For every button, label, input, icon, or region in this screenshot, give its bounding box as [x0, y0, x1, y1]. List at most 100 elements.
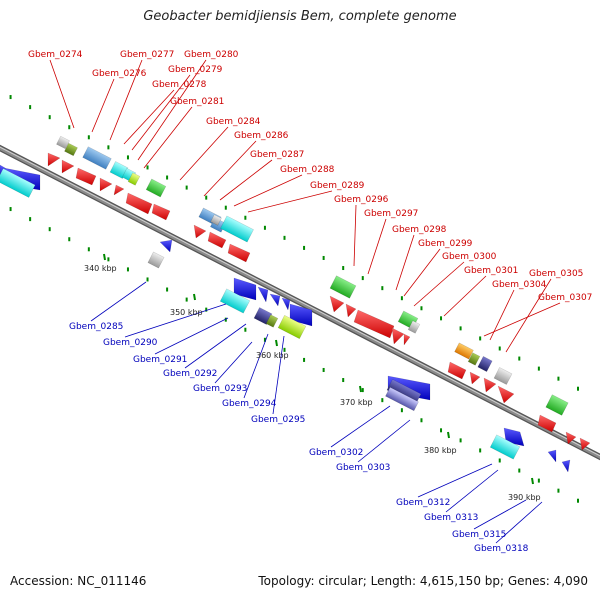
feature-box: [467, 352, 481, 366]
top-label-leader: [489, 289, 515, 341]
scale-tick-mark: [359, 385, 362, 393]
feature-box: [493, 367, 513, 385]
scale-tick-label: 340 kbp: [84, 264, 117, 273]
guide-dot: [224, 317, 227, 322]
cds-feature: [233, 277, 257, 301]
guide-dot: [400, 296, 403, 301]
feature-box: [147, 251, 165, 269]
bottom-label-leader: [214, 341, 253, 384]
guide-dot: [48, 227, 51, 232]
label-lines-layer: [49, 59, 561, 544]
feature-box: [477, 356, 493, 372]
guide-dot: [185, 297, 188, 302]
guide-dot: [303, 357, 306, 362]
feature-box: [64, 142, 78, 157]
guide-dot: [87, 135, 90, 140]
top-gene-label: Gbem_0298: [392, 225, 447, 235]
guide-dot: [440, 316, 443, 321]
top-gene-label: Gbem_0279: [168, 65, 223, 75]
feature-box: [82, 146, 112, 170]
scale-tick-mark: [447, 431, 450, 439]
top-label-leader: [367, 218, 387, 275]
bottom-label-leader: [473, 499, 527, 530]
guide-dot: [166, 287, 169, 292]
cds-feature: [159, 239, 173, 253]
guide-dot: [107, 257, 110, 262]
top-gene-label: Gbem_0286: [234, 131, 289, 141]
top-gene-label: Gbem_0300: [442, 252, 497, 262]
guide-dot: [244, 327, 247, 332]
top-label-leader: [109, 59, 143, 141]
bottom-gene-label: Gbem_0313: [424, 513, 478, 523]
guide-dot: [322, 367, 325, 372]
scale-tick-mark: [193, 293, 196, 301]
guide-dot: [244, 215, 247, 220]
guide-dot: [342, 266, 345, 271]
bottom-label-leader: [184, 323, 247, 369]
guide-dot: [557, 488, 560, 493]
feature-box: [454, 342, 474, 360]
top-gene-label: Gbem_0305: [529, 269, 583, 279]
scale-tick-label: 350 kbp: [170, 308, 203, 317]
cds-feature: [269, 293, 281, 307]
cds-feature: [207, 231, 227, 249]
guide-dot: [107, 145, 110, 150]
guide-dot: [29, 105, 32, 110]
scale-tick-mark: [275, 339, 278, 347]
feature-box: [56, 135, 70, 150]
guide-dot: [166, 175, 169, 180]
feature-box: [265, 314, 279, 328]
top-gene-label: Gbem_0276: [92, 69, 147, 79]
guide-dot: [420, 418, 423, 423]
top-label-leader: [247, 190, 333, 213]
top-gene-label: Gbem_0278: [152, 80, 207, 90]
guide-dot: [518, 468, 521, 473]
top-label-leader: [49, 59, 75, 129]
cds-feature: [151, 203, 171, 221]
guide-dot: [185, 185, 188, 190]
genome-summary-text: Topology: circular; Length: 4,615,150 bp…: [258, 574, 588, 588]
cds-feature: [497, 385, 515, 404]
top-gene-label: Gbem_0299: [418, 239, 473, 249]
feature-box: [407, 320, 421, 334]
cds-feature: [345, 303, 357, 318]
top-label-leader: [353, 204, 357, 267]
guide-dot: [342, 378, 345, 383]
cds-feature: [391, 327, 405, 345]
guide-dot: [283, 235, 286, 240]
bottom-gene-label: Gbem_0291: [133, 355, 187, 365]
scale-tick-mark: [103, 253, 106, 261]
guide-dot: [68, 237, 71, 242]
cds-feature: [469, 371, 481, 385]
cds-feature: [281, 297, 291, 311]
top-label-leader: [403, 248, 441, 297]
cds-feature: [547, 449, 557, 463]
feature-box: [145, 178, 167, 198]
bottom-gene-label: Gbem_0295: [251, 415, 305, 425]
feature-box: [489, 434, 521, 460]
bottom-label-leader: [330, 405, 391, 448]
map-title: Geobacter bemidjiensis Bem, complete gen…: [143, 9, 457, 24]
top-gene-label: Gbem_0288: [280, 165, 335, 175]
top-label-leader: [413, 261, 465, 307]
top-label-leader: [179, 126, 229, 181]
top-label-leader: [91, 78, 115, 133]
feature-box: [277, 314, 307, 340]
top-gene-label: Gbem_0281: [170, 97, 224, 107]
top-gene-label: Gbem_0289: [310, 181, 365, 191]
feature-box: [545, 394, 569, 416]
feature-box: [385, 386, 419, 412]
guide-dot: [303, 245, 306, 250]
bottom-gene-label: Gbem_0290: [103, 338, 158, 348]
cds-feature: [537, 414, 557, 433]
top-label-leader: [443, 275, 487, 317]
guide-dot: [361, 276, 364, 281]
scale-tick-label: 370 kbp: [340, 398, 373, 407]
cds-feature: [75, 167, 97, 186]
guide-dot: [146, 277, 149, 282]
cds-feature: [483, 377, 497, 393]
feature-layer: [0, 135, 591, 473]
